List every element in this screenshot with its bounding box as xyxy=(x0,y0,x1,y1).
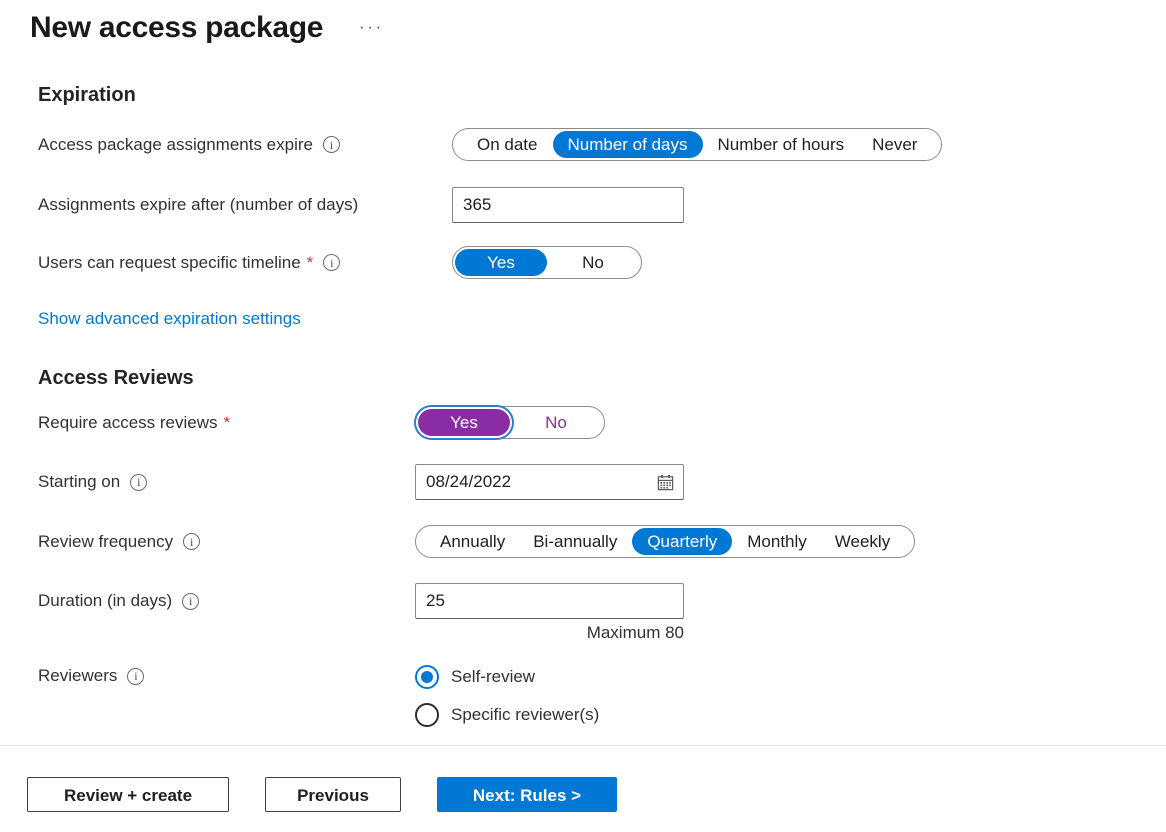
row-duration: Duration (in days) i xyxy=(38,583,1166,619)
expire-option-number-of-hours[interactable]: Number of hours xyxy=(717,135,845,154)
frequency-option-quarterly[interactable]: Quarterly xyxy=(632,528,733,555)
expire-option-on-date[interactable]: On date xyxy=(477,135,538,154)
starting-on-date-input[interactable]: 08/24/2022 xyxy=(415,464,684,500)
reviewers-option-self-review[interactable]: Self-review xyxy=(415,665,599,689)
more-options-icon[interactable]: ··· xyxy=(359,19,385,36)
specific-reviewers-label: Specific reviewer(s) xyxy=(451,705,600,724)
row-review-frequency: Review frequency i Annually Bi-annually … xyxy=(38,525,1166,558)
require-reviews-no[interactable]: No xyxy=(545,413,567,432)
specific-timeline-yes[interactable]: Yes xyxy=(455,249,547,276)
expire-option-number-of-days[interactable]: Number of days xyxy=(552,131,703,158)
reviewers-radio-group: Self-review Specific reviewer(s) xyxy=(415,665,599,727)
calendar-icon[interactable] xyxy=(656,473,675,492)
frequency-option-weekly[interactable]: Weekly xyxy=(834,532,891,551)
info-icon[interactable]: i xyxy=(130,473,148,491)
specific-timeline-no[interactable]: No xyxy=(582,253,604,272)
review-create-button[interactable]: Review + create xyxy=(27,777,229,812)
assignments-expire-label: Access package assignments expire xyxy=(38,134,313,154)
required-asterisk: * xyxy=(306,252,314,272)
previous-button[interactable]: Previous xyxy=(265,777,401,812)
assignments-expire-label-group: Access package assignments expire i xyxy=(38,134,452,156)
assignments-expire-toggle-group: On date Number of days Number of hours N… xyxy=(452,128,943,161)
row-reviewers: Reviewers i Self-review Specific reviewe… xyxy=(38,665,1166,727)
frequency-option-annually[interactable]: Annually xyxy=(440,532,506,551)
require-reviews-yes[interactable]: Yes xyxy=(418,409,510,436)
row-assignments-expire: Access package assignments expire i On d… xyxy=(38,128,1166,161)
section-expiration-heading: Expiration xyxy=(38,84,136,106)
frequency-option-monthly[interactable]: Monthly xyxy=(747,532,807,551)
review-frequency-label-group: Review frequency i xyxy=(38,531,415,553)
required-asterisk: * xyxy=(223,412,231,432)
row-require-reviews: Require access reviews * Yes No xyxy=(38,406,1166,439)
form-content: Expiration Access package assignments ex… xyxy=(0,82,1166,727)
info-icon[interactable]: i xyxy=(183,533,201,550)
duration-label: Duration (in days) xyxy=(38,591,173,610)
page-title: New access package xyxy=(30,11,324,44)
duration-hint-row: Maximum 80 xyxy=(38,623,1166,643)
require-reviews-label-group: Require access reviews * xyxy=(38,412,415,434)
row-specific-timeline: Users can request specific timeline * i … xyxy=(38,246,1166,279)
starting-on-label-group: Starting on i xyxy=(38,471,415,493)
duration-label-group: Duration (in days) i xyxy=(38,590,415,612)
advanced-expiration-settings-link[interactable]: Show advanced expiration settings xyxy=(38,309,301,328)
starting-on-date-value: 08/24/2022 xyxy=(426,472,512,491)
info-icon[interactable]: i xyxy=(127,667,145,685)
duration-input[interactable] xyxy=(415,583,684,619)
expire-after-input[interactable] xyxy=(452,187,684,223)
require-reviews-label: Require access reviews xyxy=(38,412,218,432)
starting-on-label: Starting on xyxy=(38,472,121,491)
reviewers-option-specific-reviewers[interactable]: Specific reviewer(s) xyxy=(415,703,599,727)
review-frequency-toggle-group: Annually Bi-annually Quarterly Monthly W… xyxy=(415,525,916,558)
radio-unselected-icon[interactable] xyxy=(415,703,439,727)
self-review-label: Self-review xyxy=(451,667,536,686)
row-expire-after: Assignments expire after (number of days… xyxy=(38,187,1166,223)
review-frequency-label: Review frequency xyxy=(38,531,174,551)
require-reviews-toggle: Yes No xyxy=(415,406,605,439)
frequency-option-bi-annually[interactable]: Bi-annually xyxy=(533,532,618,551)
section-access-reviews-heading: Access Reviews xyxy=(38,367,194,389)
expire-after-label-group: Assignments expire after (number of days… xyxy=(38,194,452,216)
expire-option-never[interactable]: Never xyxy=(872,135,918,154)
expire-after-label: Assignments expire after (number of days… xyxy=(38,195,359,214)
radio-selected-icon[interactable] xyxy=(415,665,439,689)
row-starting-on: Starting on i 08/24/2022 xyxy=(38,464,1166,500)
reviewers-label: Reviewers xyxy=(38,666,118,685)
info-icon[interactable]: i xyxy=(182,592,200,610)
reviewers-label-group: Reviewers i xyxy=(38,665,415,687)
info-icon[interactable]: i xyxy=(322,136,340,153)
specific-timeline-label: Users can request specific timeline xyxy=(38,252,301,272)
next-rules-button[interactable]: Next: Rules > xyxy=(437,777,617,812)
wizard-footer-bar: Review + create Previous Next: Rules > xyxy=(0,745,1166,832)
specific-timeline-toggle: Yes No xyxy=(452,246,642,279)
page-header: New access package ··· xyxy=(0,0,1166,48)
specific-timeline-label-group: Users can request specific timeline * i xyxy=(38,252,452,274)
duration-max-hint: Maximum 80 xyxy=(586,623,684,642)
info-icon[interactable]: i xyxy=(323,254,341,271)
